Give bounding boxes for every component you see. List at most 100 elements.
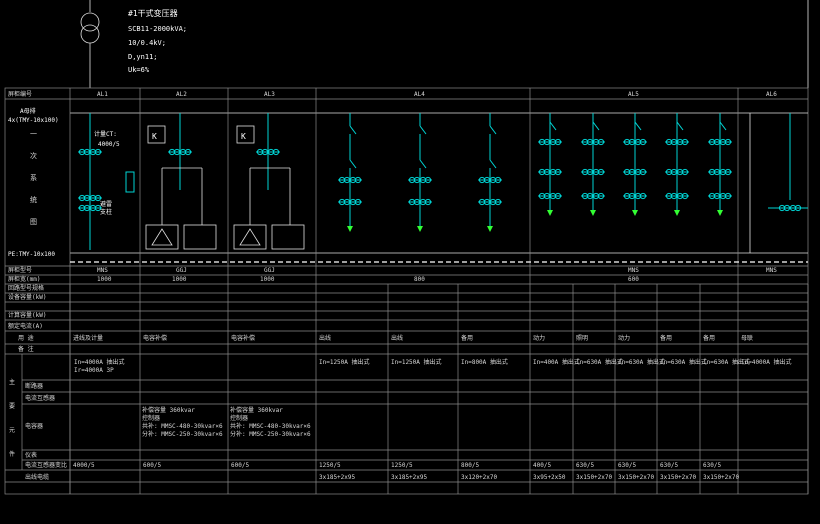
switch-blade	[549, 121, 557, 131]
ct-ring	[639, 138, 647, 146]
usage-cell: 出线	[319, 334, 331, 342]
capacitor-bank-al3a	[233, 224, 267, 250]
ct-ring	[543, 192, 551, 200]
cable-cell: 3x120+2x70	[461, 474, 498, 481]
ct-ring	[670, 138, 678, 146]
ct-ring	[681, 138, 689, 146]
ct-ratio-cell: 630/5	[703, 462, 721, 469]
remark-label: 备 注	[18, 345, 34, 353]
indicator-lamp	[417, 226, 423, 232]
main-components-label: 主 要 元 件	[9, 378, 15, 458]
ct-ring	[554, 138, 562, 146]
usage-cell: 出线	[391, 334, 403, 342]
model-label: 屏柜型号	[8, 266, 32, 274]
al1-breaker: In=4000A 抽出式	[74, 358, 125, 366]
ct-ring	[413, 176, 421, 184]
ct-ratio-cell: 630/5	[618, 462, 636, 469]
ct-ring	[628, 168, 636, 176]
busbar-label-1: A母排	[20, 107, 36, 115]
remark-cell: In=1250A 抽出式	[319, 358, 370, 366]
ct-ring	[354, 176, 362, 184]
cabinet-al2: AL2	[176, 91, 187, 98]
cabinet-al1: AL1	[97, 91, 108, 98]
cabinet-headers: AL1 AL2 AL3 AL4 AL5 AL6	[97, 91, 777, 98]
svg-text:MNS: MNS	[766, 267, 777, 274]
ct-ring	[272, 148, 280, 156]
transformer-line-3: D,yn11;	[128, 53, 158, 61]
calc-label: 计算容量(kW)	[8, 311, 46, 319]
al1-diagram: 计量CT: 4000/5 避雷 支柱	[78, 113, 135, 250]
al1-breaker-spec: Ir=4000A 3P	[74, 367, 114, 374]
arrester-symbol	[125, 171, 135, 193]
svg-text:1000: 1000	[172, 276, 187, 283]
usage-cell: 电容补偿	[143, 334, 167, 342]
svg-text:控制器: 控制器	[142, 414, 160, 422]
al3-diagram: K	[233, 113, 305, 250]
pe-label: PE:TMY-10x100	[8, 251, 55, 258]
svg-text:出线电缆: 出线电缆	[25, 473, 49, 481]
al1-label-2: 支柱	[100, 208, 112, 216]
ct-ring	[681, 168, 689, 176]
cable-cell: 3x185+2x95	[391, 474, 428, 481]
ct-ring	[83, 194, 91, 202]
ct-ring	[586, 138, 594, 146]
spec-label: 回路型号规格	[8, 284, 44, 292]
width-label: 屏柜宽(mm)	[8, 275, 40, 283]
switch-blade	[419, 159, 427, 169]
svg-text:图: 图	[30, 218, 37, 226]
usage-cell: 照明	[576, 335, 588, 342]
ct-ring	[413, 198, 421, 206]
capacity-label: 设备容量(kW)	[8, 293, 46, 301]
svg-text:统: 统	[30, 195, 37, 204]
ct-ratio-cell: 630/5	[576, 462, 594, 469]
k-mark-al2: K	[152, 132, 157, 141]
ct-ring	[639, 192, 647, 200]
switch-blade	[489, 125, 497, 135]
usage-cell: 母联	[741, 334, 753, 342]
ct-ratio-cell: 600/5	[143, 462, 161, 469]
al2-diagram: K	[145, 113, 217, 250]
table-frame	[4, 87, 809, 495]
ct-ring	[354, 198, 362, 206]
ct-ring	[83, 204, 91, 212]
svg-text:MNS: MNS	[97, 267, 108, 274]
switch-blade	[349, 159, 357, 169]
svg-text:600: 600	[628, 276, 639, 283]
svg-text:补偿容量 360kvar: 补偿容量 360kvar	[142, 406, 195, 414]
indicator-lamp	[674, 210, 680, 216]
ct-ring	[483, 198, 491, 206]
svg-text:800: 800	[414, 276, 425, 283]
svg-text:次: 次	[30, 151, 37, 160]
ct-ring	[173, 148, 181, 156]
transformer-group: #1干式变压器 SCB11-2000kVA; 10/0.4kV; D,yn11;…	[80, 0, 809, 88]
svg-text:电流互感器变比: 电流互感器变比	[25, 461, 67, 469]
switch-blade	[719, 121, 727, 131]
svg-text:共补: MMSC-480-30kvar×6: 共补: MMSC-480-30kvar×6	[230, 422, 311, 430]
svg-text:系: 系	[30, 173, 37, 182]
ct-ratio-cell: 400/5	[533, 462, 551, 469]
usage-cell: 电容补偿	[231, 334, 255, 342]
svg-text:主: 主	[9, 378, 15, 386]
svg-text:控制器: 控制器	[230, 414, 248, 422]
ct-value: 4000/5	[98, 141, 120, 148]
usage-cell: 进线及计量	[73, 334, 103, 342]
svg-text:GGJ: GGJ	[264, 267, 275, 274]
svg-text:分补: MMSC-250-30kvar×6: 分补: MMSC-250-30kvar×6	[230, 430, 311, 438]
capacitor-bank-al2a	[145, 224, 179, 250]
ct-ring	[261, 148, 269, 156]
remark-cell: In=630A 抽出式	[618, 358, 665, 366]
ct-ring	[554, 168, 562, 176]
k-box-al3	[236, 125, 255, 144]
svg-text:一: 一	[30, 130, 37, 138]
switch-blade	[676, 121, 684, 131]
ct-ratio-cell: 600/5	[231, 462, 249, 469]
ct-ring	[424, 198, 432, 206]
switch-blade	[419, 125, 427, 135]
remark-cell: In=630A 抽出式	[703, 358, 750, 366]
busbar-label-2: 4x(TMY-10x100)	[8, 117, 59, 124]
k-mark-al3: K	[241, 132, 246, 141]
ct-ring	[543, 138, 551, 146]
indicator-lamp	[347, 226, 353, 232]
cable-cell: 3x95+2x50	[533, 474, 566, 481]
svg-text:元: 元	[9, 427, 15, 434]
